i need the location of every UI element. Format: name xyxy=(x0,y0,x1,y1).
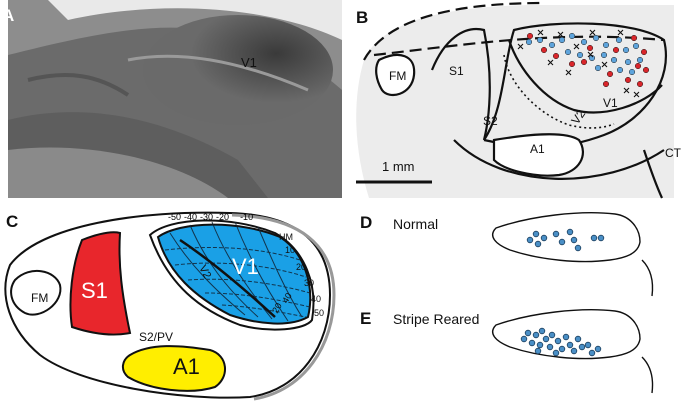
label-ct-b: CT xyxy=(665,146,681,160)
stripe-reared-cortex-sketch xyxy=(492,309,654,394)
title-normal: Normal xyxy=(393,216,439,232)
label-s1-b: S1 xyxy=(449,64,464,78)
histology-photo xyxy=(8,0,342,198)
scale-bar-label: 1 mm xyxy=(382,159,415,174)
panel-letter-d: D xyxy=(360,213,373,232)
label-v1-photo: V1 xyxy=(241,55,257,70)
cortex-map-c xyxy=(4,211,336,401)
normal-cortex-sketch xyxy=(492,212,654,297)
azimuth-tick: -40 xyxy=(184,212,198,222)
elevation-tick: 20 xyxy=(296,262,307,272)
elevation-tick: 40 xyxy=(311,294,322,304)
azimuth-tick: -30 xyxy=(200,212,214,222)
recording-sites xyxy=(517,29,650,98)
label-s2pv-c: S2/PV xyxy=(139,330,174,344)
label-a1-b: A1 xyxy=(530,142,545,156)
elevation-tick: 30 xyxy=(304,278,315,288)
azimuth-tick: -10 xyxy=(240,212,254,222)
label-v1-c: V1 xyxy=(232,254,259,279)
panel-letter-b: B xyxy=(356,8,369,27)
azimuth-ticks: -50 -40 -30 -20 -10 xyxy=(168,212,253,222)
panel-letter-e: E xyxy=(360,309,372,328)
label-fm-c: FM xyxy=(31,291,49,305)
azimuth-tick: -50 xyxy=(168,212,182,222)
elevation-tick: 50 xyxy=(314,308,325,318)
panel-letter-c: C xyxy=(6,212,19,231)
azimuth-tick: -20 xyxy=(216,212,230,222)
label-hm-c: HM xyxy=(279,232,293,242)
elevation-tick: 10 xyxy=(285,245,296,255)
label-s2-b: S2 xyxy=(483,114,498,128)
label-a1-c: A1 xyxy=(173,354,200,379)
cortex-map-b xyxy=(356,1,674,199)
label-fm-b: FM xyxy=(389,69,407,83)
label-v1-b: V1 xyxy=(603,96,618,110)
title-stripe-reared: Stripe Reared xyxy=(393,311,480,327)
panel-letter-a: A xyxy=(2,6,15,25)
label-s1-c: S1 xyxy=(81,278,108,303)
